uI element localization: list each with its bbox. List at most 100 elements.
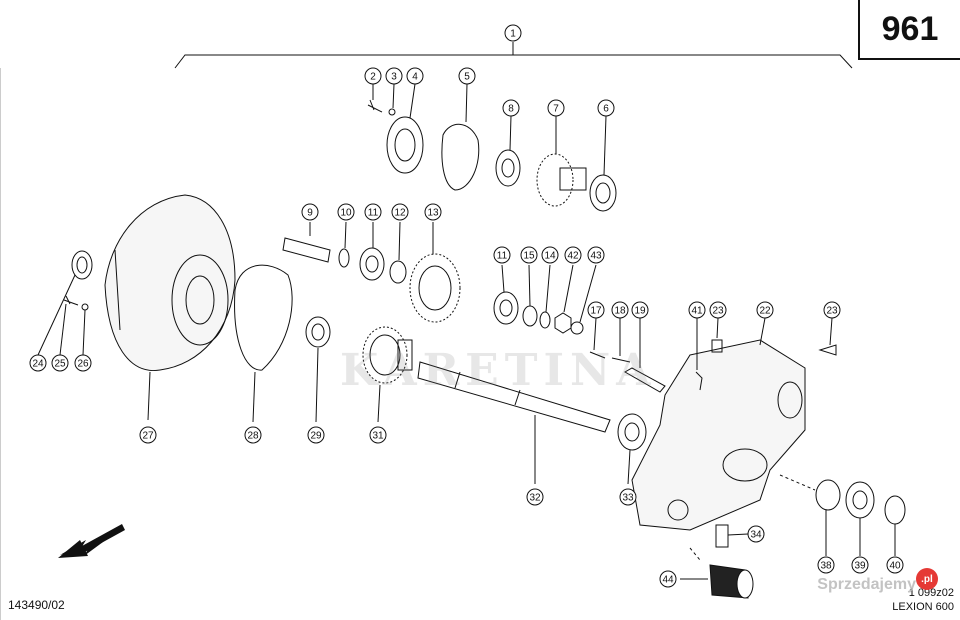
callout-number: 39 [854, 561, 866, 572]
callout-circle [504, 24, 522, 42]
callout-number: 18 [614, 306, 626, 317]
callout-9: 9 [301, 203, 319, 221]
callout-41: 41 [688, 301, 706, 319]
callout-number: 9 [307, 208, 313, 219]
callout-circle [688, 301, 706, 319]
part-sensor-41 [695, 371, 703, 391]
drawing-code: 1 099z02 [908, 587, 954, 599]
callout-31: 31 [369, 426, 387, 444]
callout-circle [817, 556, 835, 574]
callout-circle [51, 354, 69, 372]
callout-number: 44 [662, 575, 674, 586]
callout-42: 42 [564, 246, 582, 264]
part-circlip-12 [389, 260, 407, 284]
callout-5: 5 [458, 67, 476, 85]
part-gasket-5 [441, 123, 480, 191]
callout-7: 7 [547, 99, 565, 117]
part-bracket-18 [611, 357, 631, 363]
part-gear-13 [409, 253, 461, 323]
model-name: LEXION 600 [892, 601, 954, 613]
callout-circle [458, 67, 476, 85]
site-watermark: Sprzedajemy [817, 576, 916, 593]
callout-circle [631, 301, 649, 319]
callout-number: 6 [603, 104, 609, 115]
callout-number: 25 [54, 359, 66, 370]
part-ring-14 [539, 311, 551, 329]
callout-4: 4 [406, 67, 424, 85]
callout-19: 19 [631, 301, 649, 319]
part-nut-42 [554, 312, 572, 334]
callout-number: 34 [750, 530, 762, 541]
callout-circle [823, 301, 841, 319]
callout-13: 13 [424, 203, 442, 221]
callout-circle [619, 488, 637, 506]
part-bearing-11b [493, 291, 519, 325]
part-gear-7 [536, 153, 587, 207]
callout-circle [587, 301, 605, 319]
callout-10: 10 [337, 203, 355, 221]
callout-3: 3 [385, 67, 403, 85]
callout-number: 23 [712, 306, 724, 317]
callout-14: 14 [541, 246, 559, 264]
callout-25: 25 [51, 354, 69, 372]
callout-17: 17 [587, 301, 605, 319]
callout-33: 33 [619, 488, 637, 506]
callout-number: 40 [889, 561, 901, 572]
callout-circle [301, 203, 319, 221]
part-ring-10 [338, 248, 350, 268]
callout-number: 11 [497, 251, 508, 262]
callout-circle [541, 246, 559, 264]
part-bearing-6 [589, 174, 617, 212]
callout-number: 33 [622, 493, 634, 504]
drawing-number: 143490/02 [8, 598, 65, 612]
part-shaft-32 [417, 361, 611, 433]
site-badge: .pl [916, 568, 938, 590]
callout-43: 43 [587, 246, 605, 264]
page-number: 961 [858, 0, 960, 60]
callout-circle [244, 426, 262, 444]
part-plate-19 [623, 367, 666, 393]
callout-number: 3 [391, 72, 397, 83]
callout-27: 27 [139, 426, 157, 444]
callout-circle [337, 203, 355, 221]
callout-15: 15 [520, 246, 538, 264]
callout-circle [520, 246, 538, 264]
callout-29: 29 [307, 426, 325, 444]
callout-circle [139, 426, 157, 444]
part-bearing-11a [359, 247, 385, 281]
part-housing-cover [104, 194, 236, 421]
part-gasket [234, 264, 293, 371]
callout-circle [886, 556, 904, 574]
part-ring-15 [522, 305, 538, 327]
callout-number: 14 [544, 251, 556, 262]
part-washer-43 [570, 321, 584, 335]
part-gearbox-housing-22 [631, 339, 806, 531]
callout-22: 22 [756, 301, 774, 319]
part-screw-17 [589, 351, 606, 359]
callout-circle [547, 99, 565, 117]
part-cover-4 [386, 116, 424, 174]
callout-circle [659, 570, 677, 588]
callout-number: 17 [590, 306, 602, 317]
callout-38: 38 [817, 556, 835, 574]
callout-number: 27 [142, 431, 154, 442]
part-plug-23a [711, 339, 723, 353]
model-label: 1 099z02 LEXION 600 [892, 586, 954, 614]
callout-circle [587, 246, 605, 264]
callout-number: 38 [820, 561, 832, 572]
callout-6: 6 [597, 99, 615, 117]
callout-circle [385, 67, 403, 85]
part-bolt [63, 295, 79, 306]
callout-26: 26 [74, 354, 92, 372]
callout-18: 18 [611, 301, 629, 319]
callout-24: 24 [29, 354, 47, 372]
watermark: KARETINA [340, 345, 657, 396]
callout-2: 2 [364, 67, 382, 85]
part-bush-44 [709, 564, 754, 599]
callout-circle [502, 99, 520, 117]
callout-circle [307, 426, 325, 444]
callout-number: 12 [394, 208, 406, 219]
callout-number: 29 [310, 431, 322, 442]
callout-circle [406, 67, 424, 85]
